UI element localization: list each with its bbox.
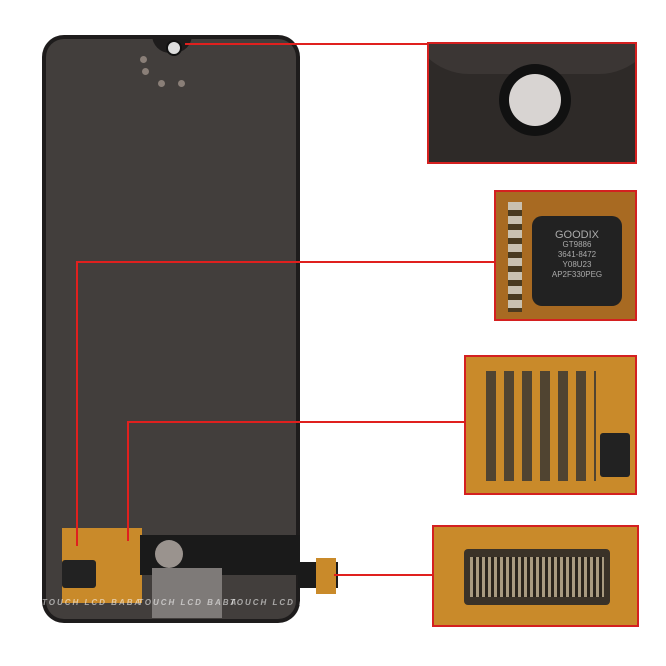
callout-line-ic: [76, 261, 494, 263]
front-camera: [166, 40, 182, 56]
shield-plate: [152, 568, 222, 618]
chip-code: AP2F330PEG: [551, 270, 603, 279]
inset-components: [464, 355, 637, 495]
display-panel: [46, 39, 296, 619]
sensor-dot: [140, 56, 147, 63]
sensor-dot: [142, 68, 149, 75]
callout-line-components: [127, 421, 129, 541]
callout-line-connector: [334, 574, 432, 576]
watermark: TOUCH LCD BABA: [138, 598, 239, 607]
chip-model: GT9886: [562, 240, 592, 249]
chip-brand: GOODIX: [554, 229, 599, 241]
sensor-dot: [178, 80, 185, 87]
callout-line-camera: [185, 43, 427, 45]
callout-line-ic: [76, 261, 78, 546]
goodix-chip: GOODIX GT9886 3641-8472 Y08U23 AP2F330PE…: [532, 216, 622, 306]
chip-code: Y08U23: [562, 260, 592, 269]
chip-code: 3641-8472: [557, 250, 597, 259]
fingerprint-pad: [155, 540, 183, 568]
touch-ic: [62, 560, 96, 588]
sensor-dot: [158, 80, 165, 87]
inset-connector: [432, 525, 639, 627]
watermark: TOUCH LCD BABA: [230, 598, 331, 607]
inset-touch-ic: GOODIX GT9886 3641-8472 Y08U23 AP2F330PE…: [494, 190, 637, 321]
inset-camera: [427, 42, 637, 164]
watermark: TOUCH LCD BABA: [42, 598, 143, 607]
callout-line-components: [127, 421, 464, 423]
connector: [316, 558, 336, 594]
